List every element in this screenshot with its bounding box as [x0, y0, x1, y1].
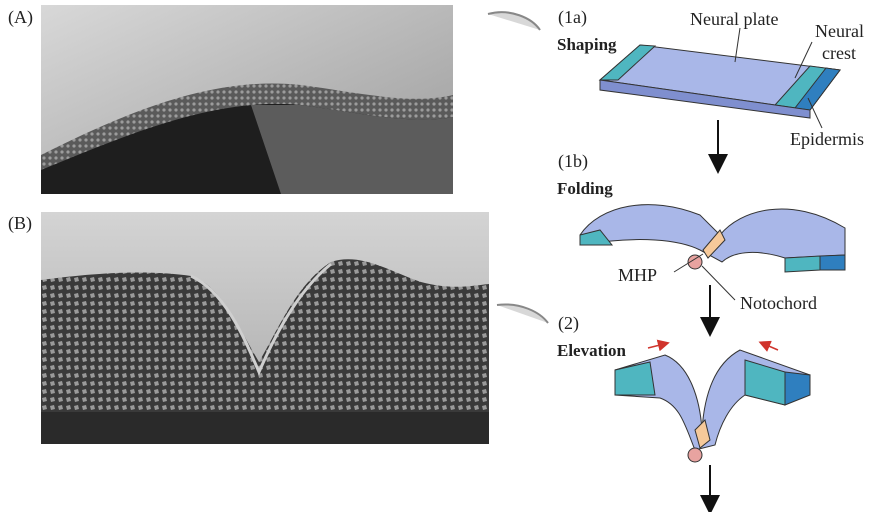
mhp-label: MHP	[618, 266, 657, 284]
neural-plate-label: Neural plate	[690, 10, 778, 28]
curved-arrow-to-shaping	[488, 12, 540, 30]
shaping-block	[600, 45, 840, 118]
red-arrow-right	[764, 344, 778, 350]
neural-crest-label-line2: crest	[822, 44, 856, 62]
red-arrow-left	[648, 344, 664, 348]
stage-2-number: (2)	[558, 314, 579, 332]
stage-1a-number: (1a)	[558, 8, 587, 26]
stage-1b-name: Folding	[557, 180, 613, 198]
epidermis-label: Epidermis	[790, 130, 864, 148]
folding-block	[580, 205, 845, 272]
curved-arrow-to-elevation	[497, 304, 548, 323]
stage-1a-name: Shaping	[557, 36, 617, 54]
neural-crest-label-line1: Neural	[815, 22, 864, 40]
stage-1b-number: (1b)	[558, 152, 588, 170]
stage-2-name: Elevation	[557, 342, 626, 360]
elevation-block	[615, 350, 810, 462]
notochord-label: Notochord	[740, 294, 817, 312]
